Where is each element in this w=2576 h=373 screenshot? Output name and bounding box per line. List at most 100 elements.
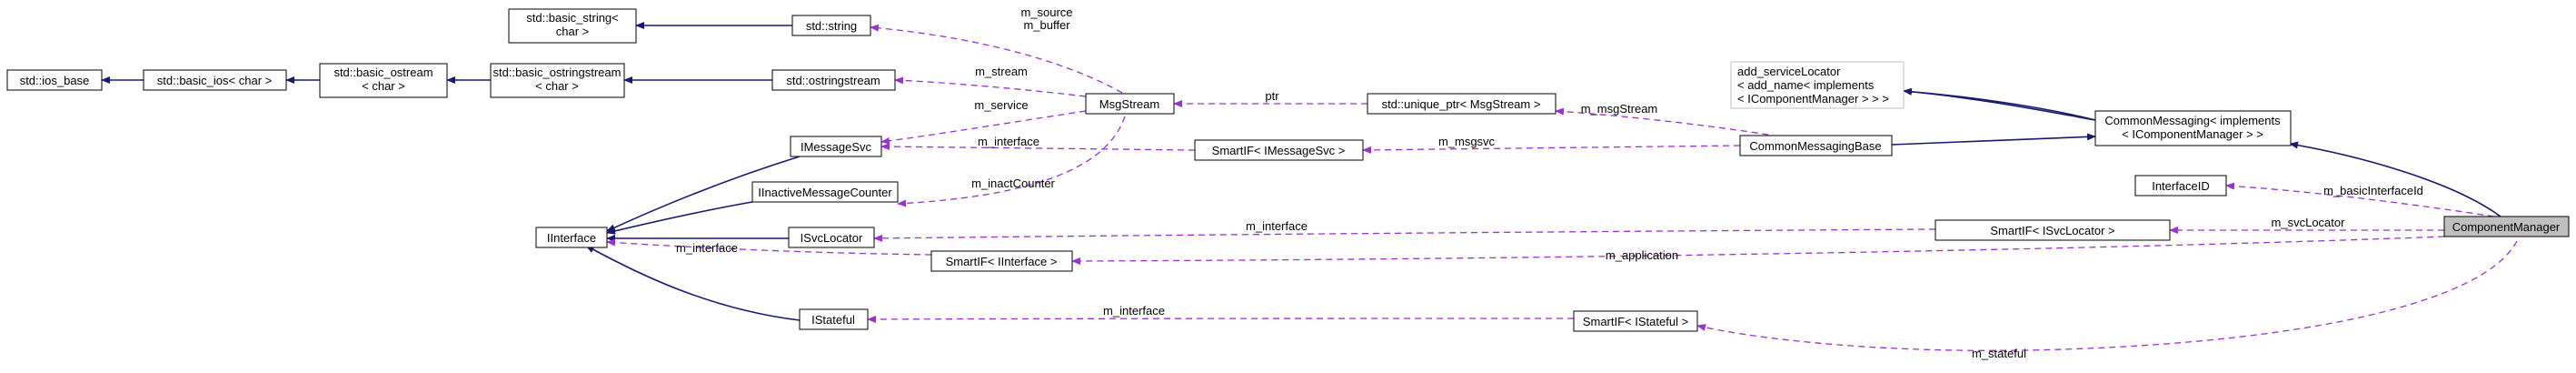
edge-label-line: m_inactCounter — [971, 176, 1055, 190]
svg-text:std::string: std::string — [806, 19, 857, 33]
svg-text:std::basic_ostringstream< char: std::basic_ostringstream< char > — [493, 66, 622, 93]
class-node-imessagesvc[interactable]: IMessageSvc — [790, 136, 882, 157]
class-node-add-servicelocator[interactable]: add_serviceLocator< add_name< implements… — [1730, 61, 1905, 109]
class-node-label: char > — [556, 25, 590, 38]
edge-label-line: m_interface — [1246, 219, 1308, 233]
edge-smartif-istateful-to-istateful — [867, 315, 1575, 323]
edge-msgstream-to-string — [870, 24, 1123, 94]
svg-text:SmartIF< IStateful >: SmartIF< IStateful > — [1583, 315, 1688, 328]
class-node-label: std::unique_ptr< MsgStream > — [1382, 97, 1541, 111]
class-node-std-basic-string[interactable]: std::basic_string<char > — [508, 8, 637, 44]
class-node-std-basic-ostringstream[interactable]: std::basic_ostringstream< char > — [490, 63, 625, 98]
edge-label-m-basicinterfaceid: m_basicInterfaceId — [2323, 184, 2423, 197]
svg-text:add_serviceLocator< add_name<: add_serviceLocator< add_name< implements… — [1737, 65, 1889, 106]
svg-text:IMessageSvc: IMessageSvc — [801, 140, 872, 154]
svg-text:std::basic_string<char >: std::basic_string<char > — [526, 11, 619, 38]
inherit-imessagesvc-to-iinterface — [606, 156, 801, 232]
class-node-unique-ptr-msgstream[interactable]: std::unique_ptr< MsgStream > — [1367, 93, 1557, 115]
class-node-commonmessaging[interactable]: CommonMessaging< implements< IComponentM… — [2094, 110, 2292, 146]
svg-text:ISvcLocator: ISvcLocator — [801, 231, 863, 245]
class-node-label: ComponentManager — [2452, 220, 2561, 234]
class-node-msgstream[interactable]: MsgStream — [1085, 93, 1175, 115]
svg-text:ComponentManager: ComponentManager — [2452, 220, 2561, 234]
edge-componentmanager-to-smartif-istateful — [1696, 240, 2518, 351]
class-node-label: std::ios_base — [20, 74, 90, 87]
class-node-iinactivemessagecounter[interactable]: IInactiveMessageCounter — [751, 181, 899, 203]
edge-label-line: m_interface — [1103, 304, 1165, 318]
svg-text:CommonMessaging< implements< I: CommonMessaging< implements< IComponentM… — [2104, 114, 2281, 141]
class-node-std-ostringstream[interactable]: std::ostringstream — [771, 69, 896, 91]
edge-label-line: m_stateful — [1972, 347, 2026, 360]
edge-label-line: m_interface — [676, 241, 738, 255]
edge-smartif-imessagesvc-to-imessagesvc — [880, 143, 1196, 151]
edge-label-m-interface-istateful: m_interface — [1103, 304, 1165, 318]
svg-text:IInactiveMessageCounter: IInactiveMessageCounter — [758, 186, 892, 199]
class-node-label: std::basic_ios< char > — [157, 74, 272, 87]
class-node-label: < add_name< implements — [1737, 78, 1875, 92]
edge-label-line: m_stream — [975, 65, 1028, 78]
class-node-label: std::basic_string< — [526, 11, 619, 25]
class-node-componentmanager[interactable]: ComponentManager — [2443, 216, 2570, 237]
edge-label-line: m_buffer — [1023, 18, 1070, 32]
svg-text:std::ios_base: std::ios_base — [20, 74, 90, 87]
edge-label-m-service: m_service — [974, 98, 1028, 112]
class-node-isvclocator[interactable]: ISvcLocator — [788, 227, 875, 248]
class-node-label: IMessageSvc — [801, 140, 872, 154]
svg-text:std::basic_ostream< char >: std::basic_ostream< char > — [333, 66, 433, 93]
class-node-iinterface[interactable]: IInterface — [535, 227, 608, 248]
class-node-interfaceid[interactable]: InterfaceID — [2134, 175, 2227, 197]
class-node-label: < IComponentManager > > — [2122, 127, 2263, 141]
class-node-smartif-iinterface[interactable]: SmartIF< IInterface > — [930, 250, 1073, 272]
edge-label-m-msgstream: m_msgStream — [1581, 102, 1658, 116]
inherit-commonmessaging-to-addservicelocator — [1903, 87, 2096, 121]
edge-label-line: m_svcLocator — [2272, 216, 2346, 229]
class-node-std-string[interactable]: std::string — [791, 15, 871, 36]
edge-label-line: m_application — [1606, 248, 1678, 262]
edge-label-m-application: m_application — [1606, 248, 1678, 262]
inherit-componentmanager-to-commonmessaging — [2289, 141, 2501, 217]
edge-componentmanager-to-interfaceid — [2225, 182, 2495, 217]
class-node-label: SmartIF< IMessageSvc > — [1212, 144, 1346, 157]
svg-text:IStateful: IStateful — [811, 313, 855, 327]
class-node-smartif-isvclocator[interactable]: SmartIF< ISvcLocator > — [1934, 219, 2171, 241]
svg-text:IInterface: IInterface — [547, 231, 596, 245]
class-node-std-ios-base[interactable]: std::ios_base — [6, 69, 103, 91]
edge-label-m-interface-isvclocator: m_interface — [1246, 219, 1308, 233]
svg-text:std::unique_ptr< MsgStream >: std::unique_ptr< MsgStream > — [1382, 97, 1541, 111]
class-node-label: < IComponentManager > > > — [1737, 92, 1889, 106]
edge-label-line: m_basicInterfaceId — [2323, 184, 2423, 197]
svg-text:std::ostringstream: std::ostringstream — [786, 74, 880, 87]
class-node-label: CommonMessagingBase — [1749, 139, 1881, 153]
svg-text:InterfaceID: InterfaceID — [2152, 179, 2210, 193]
edge-msgstream-to-imessagesvc — [880, 110, 1087, 145]
edge-label-m-stateful: m_stateful — [1972, 347, 2026, 360]
class-node-label: IStateful — [811, 313, 855, 327]
class-node-label: MsgStream — [1099, 97, 1159, 111]
class-node-smartif-istateful[interactable]: SmartIF< IStateful > — [1573, 310, 1698, 332]
class-node-label: IInactiveMessageCounter — [758, 186, 892, 199]
inherit-commonmessagingbase-to-commonmessaging — [1891, 133, 2096, 146]
class-node-smartif-imessagesvc[interactable]: SmartIF< IMessageSvc > — [1194, 139, 1364, 161]
inherit-istateful-to-iinterface — [585, 245, 801, 321]
edge-label-line: m_interface — [978, 135, 1039, 148]
class-node-label: SmartIF< ISvcLocator > — [1990, 224, 2114, 237]
class-node-std-basic-ostream[interactable]: std::basic_ostream< char > — [319, 63, 448, 98]
svg-text:SmartIF< IMessageSvc >: SmartIF< IMessageSvc > — [1212, 144, 1346, 157]
edge-label-m-msgsvc: m_msgsvc — [1438, 135, 1496, 148]
class-node-commonmessagingbase[interactable]: CommonMessagingBase — [1739, 135, 1893, 156]
edge-smartif-isvclocator-to-isvclocator — [873, 228, 1936, 242]
class-node-label: SmartIF< IInterface > — [946, 255, 1058, 268]
edge-label-line: m_msgsvc — [1438, 135, 1496, 148]
class-node-label: std::ostringstream — [786, 74, 880, 87]
edge-label-m-interface-iinterface: m_interface — [676, 241, 738, 255]
svg-text:MsgStream: MsgStream — [1099, 97, 1159, 111]
edge-label-line: m_service — [974, 98, 1028, 112]
inherit-iinactivemessagecounter-to-iinterface — [606, 201, 753, 235]
svg-text:SmartIF< IInterface >: SmartIF< IInterface > — [946, 255, 1058, 268]
class-node-label: < char > — [362, 79, 405, 93]
class-node-std-basic-ios[interactable]: std::basic_ios< char > — [143, 69, 287, 91]
edge-smartif-iinterface-to-iinterface — [606, 238, 932, 256]
edge-label-m-stream: m_stream — [975, 65, 1028, 78]
class-node-istateful[interactable]: IStateful — [799, 308, 869, 330]
